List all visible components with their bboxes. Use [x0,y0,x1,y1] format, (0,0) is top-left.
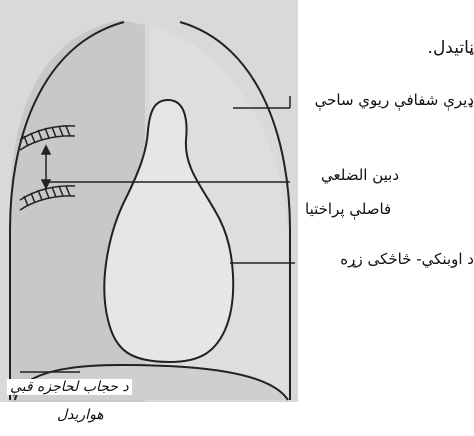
label-diaphragm-line2: هواریدل [57,407,104,423]
label-teardrop-heart: د اوبنکي- څاڅکی زړه [340,250,474,268]
label-lucent-lung-fields: ډیرې شفافې ریوي ساحې [315,91,474,109]
label-diaphragm-line1: د حجاب لحاجزه قبې [7,379,132,395]
label-intercostal-line2: فاصلې پراختیا [305,200,391,218]
title-fragment: ڼاتیدل. [428,38,474,58]
label-intercostal-line1: دبين الضلعي [321,166,399,184]
